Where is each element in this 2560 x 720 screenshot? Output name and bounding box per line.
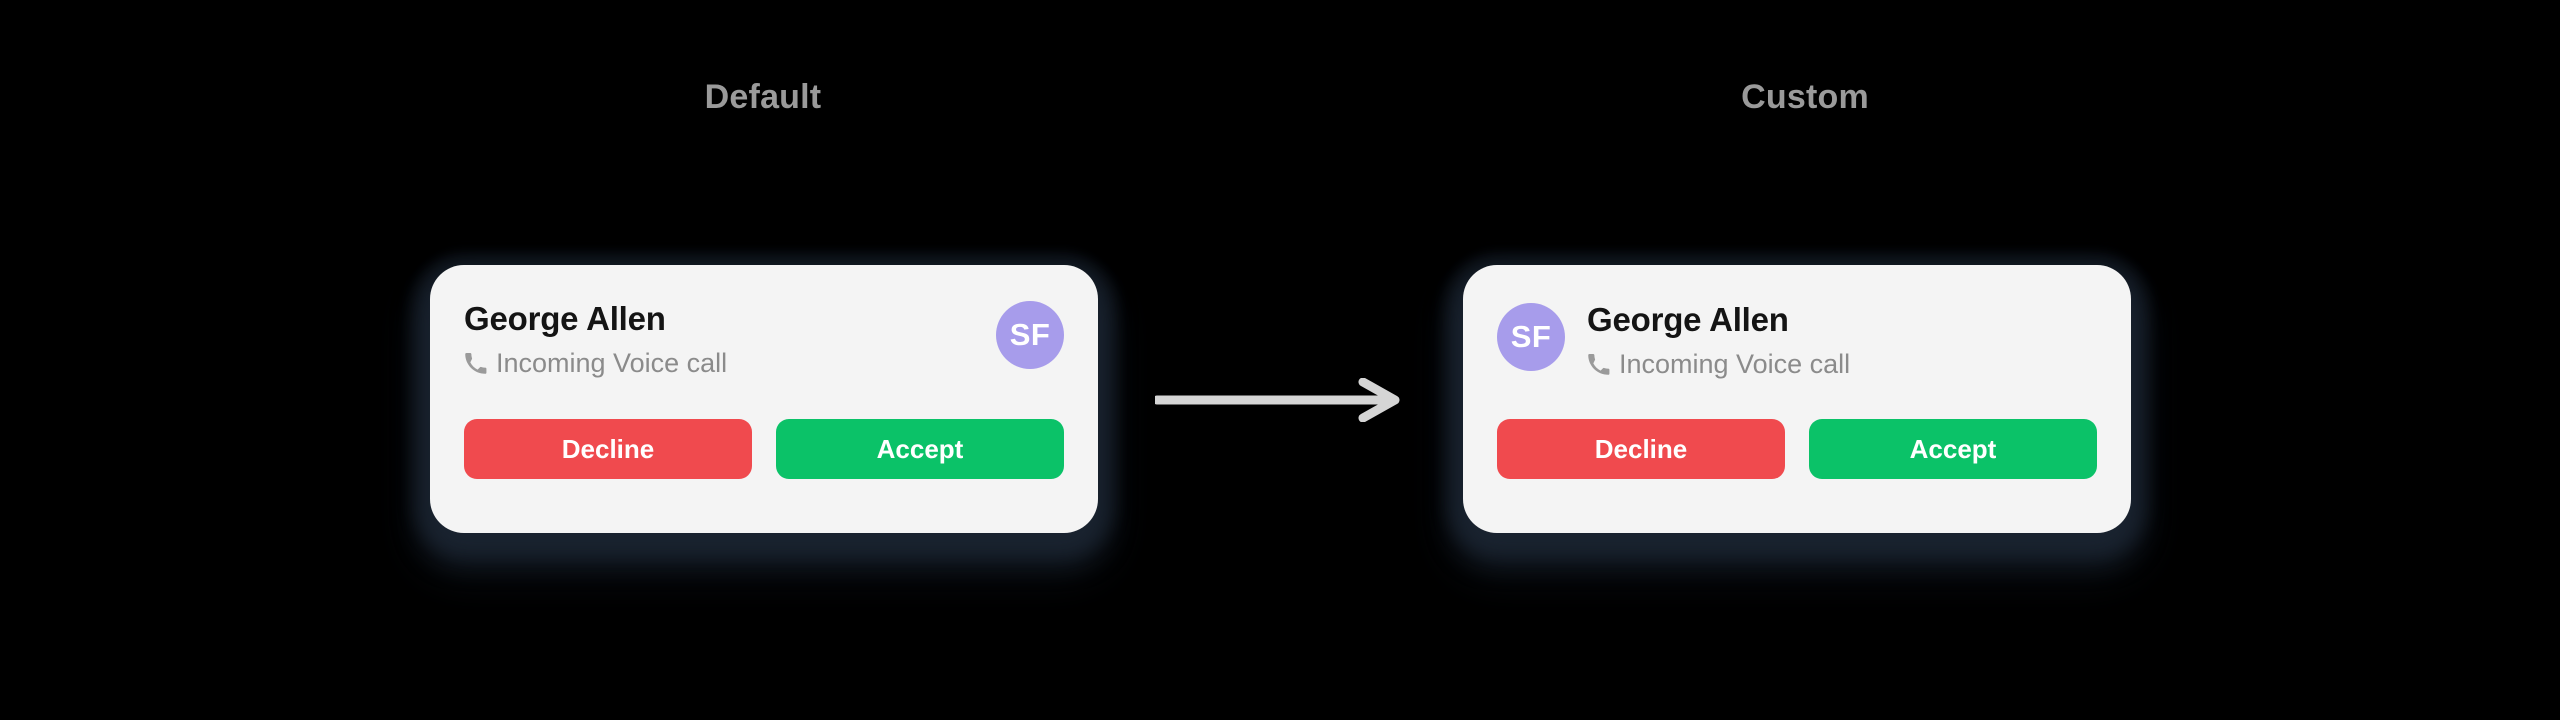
caller-info: George Allen Incoming Voice call xyxy=(1587,299,1850,380)
right-arrow-icon xyxy=(1155,378,1400,422)
notification-header: SF George Allen Incoming Voice call xyxy=(1497,299,2097,403)
decline-button[interactable]: Decline xyxy=(464,419,752,479)
notification-actions: Decline Accept xyxy=(464,419,1064,479)
notification-header: George Allen Incoming Voice call SF xyxy=(464,299,1064,403)
notification-actions: Decline Accept xyxy=(1497,419,2097,479)
call-status: Incoming Voice call xyxy=(464,347,727,379)
phone-icon xyxy=(465,352,487,374)
avatar: SF xyxy=(1497,303,1565,371)
call-status: Incoming Voice call xyxy=(1587,348,1850,380)
caller-name: George Allen xyxy=(1587,301,1789,338)
caller-name: George Allen xyxy=(464,300,666,337)
avatar: SF xyxy=(996,301,1064,369)
phone-icon xyxy=(1588,353,1610,375)
section-caption-default: Default xyxy=(704,78,822,116)
call-status-label: Incoming Voice call xyxy=(1619,349,1851,379)
section-caption-custom: Custom xyxy=(1741,78,1869,116)
avatar-initials: SF xyxy=(1510,319,1552,354)
avatar-initials: SF xyxy=(1009,317,1051,352)
decline-button[interactable]: Decline xyxy=(1497,419,1785,479)
caller-info: George Allen Incoming Voice call xyxy=(464,299,727,379)
call-status-label: Incoming Voice call xyxy=(496,348,728,378)
accept-button[interactable]: Accept xyxy=(776,419,1064,479)
notification-card-custom[interactable]: SF George Allen Incoming Voice call Decl… xyxy=(1463,265,2131,533)
accept-button[interactable]: Accept xyxy=(1809,419,2097,479)
notification-card-default[interactable]: George Allen Incoming Voice call SF Decl… xyxy=(430,265,1098,533)
